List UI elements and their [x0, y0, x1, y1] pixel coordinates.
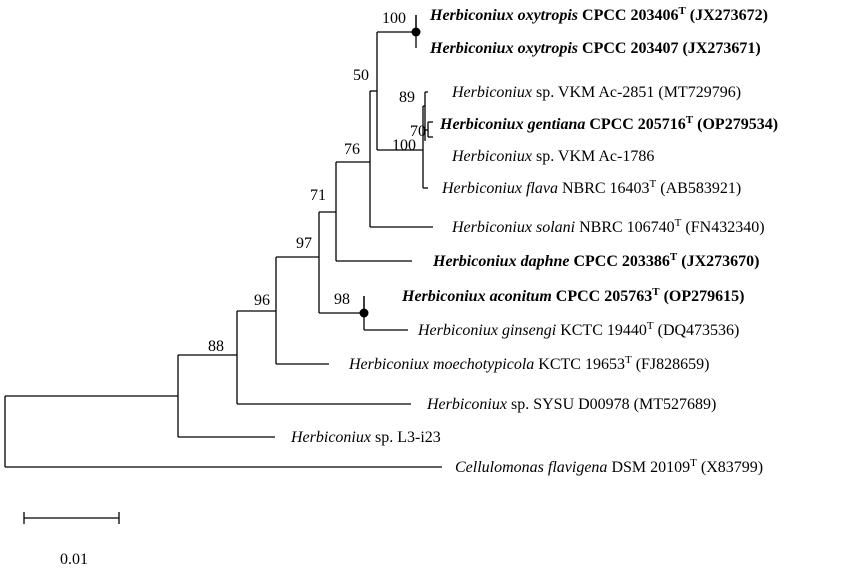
taxon-label-t14: Cellulomonas flavigena DSM 20109T (X8379…	[455, 457, 763, 476]
bootstrap-b100b: 100	[392, 137, 416, 154]
node-markers	[359, 27, 421, 318]
taxon-label-t11: Herbiconiux moechotypicola KCTC 19653T (…	[348, 354, 709, 373]
taxon-label-t7: Herbiconiux solani NBRC 106740T (FN43234…	[451, 217, 765, 236]
taxon-label-t9: Herbiconiux aconitum CPCC 205763T (OP279…	[401, 286, 744, 305]
bootstrap-b97: 97	[296, 235, 312, 252]
bootstrap-b89: 89	[399, 89, 415, 106]
bootstrap-b88: 88	[208, 338, 224, 355]
taxon-label-t10: Herbiconiux ginsengi KCTC 19440T (DQ4735…	[417, 320, 739, 339]
bootstrap-b100a: 100	[382, 10, 406, 27]
taxon-label-t6: Herbiconiux flava NBRC 16403T (AB583921)	[441, 178, 741, 197]
taxon-label-t8: Herbiconiux daphne CPCC 203386T (JX27367…	[432, 251, 759, 270]
bootstrap-b76: 76	[344, 141, 360, 158]
bootstrap-b98: 98	[334, 291, 350, 308]
taxon-label-t12: Herbiconiux sp. SYSU D00978 (MT527689)	[426, 396, 716, 413]
scale-bar-label: 0.01	[60, 551, 88, 568]
bootstrap-b71: 71	[310, 187, 326, 204]
node-marker-aconitum	[359, 308, 369, 318]
taxon-label-t2: Herbiconiux oxytropis CPCC 203407 (JX273…	[429, 40, 761, 57]
taxon-label-t3: Herbiconiux sp. VKM Ac-2851 (MT729796)	[451, 84, 741, 101]
taxon-label-t5: Herbiconiux sp. VKM Ac-1786	[451, 148, 654, 165]
taxon-labels: Herbiconiux oxytropis CPCC 203406T (JX27…	[290, 5, 778, 476]
bootstrap-b70: 70	[410, 123, 426, 140]
bootstrap-b96: 96	[254, 292, 270, 309]
tree-branches	[4, 15, 442, 468]
taxon-label-t4: Herbiconiux gentiana CPCC 205716T (OP279…	[439, 114, 778, 133]
scale-bar: 0.01	[23, 512, 120, 568]
taxon-label-t13: Herbiconiux sp. L3-i23	[290, 429, 441, 446]
taxon-label-t1: Herbiconiux oxytropis CPCC 203406T (JX27…	[429, 5, 768, 24]
bootstrap-b50: 50	[353, 67, 369, 84]
node-marker-oxytropis	[411, 27, 421, 37]
